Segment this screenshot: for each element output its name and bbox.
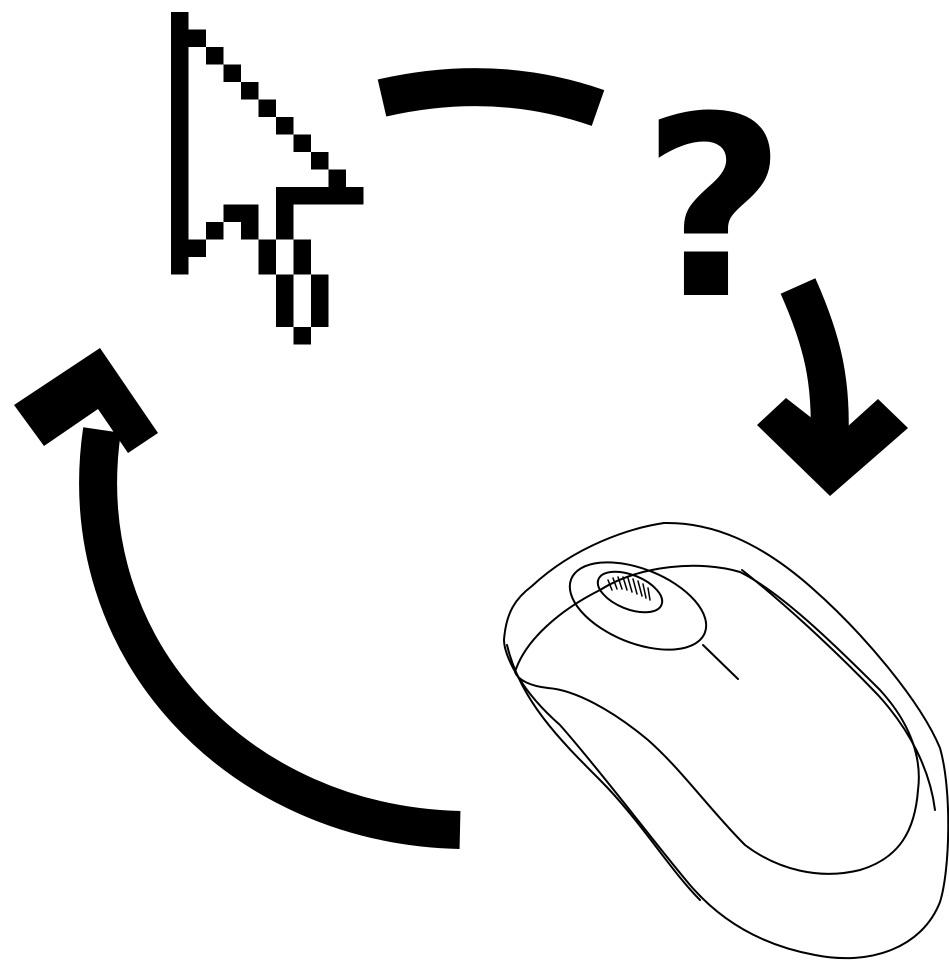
cursor-pixel	[171, 12, 189, 30]
cursor-pixel	[276, 292, 294, 310]
cursor-pixel	[311, 310, 329, 328]
cursor-pixel	[171, 65, 189, 83]
cursor-pixel	[294, 187, 312, 205]
cursor-pixel	[294, 135, 312, 153]
cursor-pixel	[189, 30, 207, 48]
cursor-pixel	[329, 170, 347, 188]
scroll-wheel	[592, 564, 668, 621]
arc-cursor-to-question	[382, 87, 598, 108]
cursor-pixel	[276, 205, 294, 223]
cursor-pixel	[171, 240, 189, 258]
cursor-pixel	[346, 187, 364, 205]
cursor-pixel	[171, 47, 189, 65]
mouse-pointer-icon	[171, 12, 364, 345]
scroll-wheel-housing	[557, 545, 718, 668]
cursor-pixel	[259, 257, 277, 275]
cursor-pixel	[311, 292, 329, 310]
cursor-pixel	[294, 240, 312, 258]
cursor-pixel	[171, 135, 189, 153]
computer-mouse-icon	[504, 523, 948, 958]
arrow-mouse-to-cursor-icon	[14, 348, 460, 830]
cursor-pixel	[311, 152, 329, 170]
cursor-pixel	[276, 275, 294, 293]
cursor-pixel	[171, 170, 189, 188]
cursor-pixel	[171, 152, 189, 170]
cursor-pixel	[276, 222, 294, 240]
cursor-pixel	[171, 82, 189, 100]
cursor-pixel	[294, 257, 312, 275]
cursor-pixel	[206, 47, 224, 65]
cursor-pixel	[241, 205, 259, 223]
cursor-pixel	[224, 205, 242, 223]
cursor-pixel	[171, 222, 189, 240]
cursor-pixel	[171, 117, 189, 135]
cursor-pixel	[189, 240, 207, 258]
cursor-pixel	[259, 240, 277, 258]
cursor-pixel	[276, 117, 294, 135]
cursor-pixel	[241, 222, 259, 240]
cursor-pixel	[171, 187, 189, 205]
cursor-pixel	[171, 257, 189, 275]
cursor-pixel	[259, 100, 277, 118]
mouse-top-surface	[515, 566, 919, 874]
mouse-button-divider	[703, 645, 738, 679]
cursor-pixel	[171, 30, 189, 48]
cursor-pixel	[224, 65, 242, 83]
cursor-pixel	[311, 187, 329, 205]
question-mark-label: ?	[641, 63, 786, 354]
cursor-pixel	[294, 327, 312, 345]
cursor-pixel	[311, 275, 329, 293]
cursor-pixel	[276, 310, 294, 328]
cursor-pixel	[206, 222, 224, 240]
cursor-pixel	[171, 205, 189, 223]
cursor-pixel	[329, 187, 347, 205]
cursor-pixel	[276, 187, 294, 205]
cursor-pixel	[241, 82, 259, 100]
cursor-pixel	[171, 100, 189, 118]
